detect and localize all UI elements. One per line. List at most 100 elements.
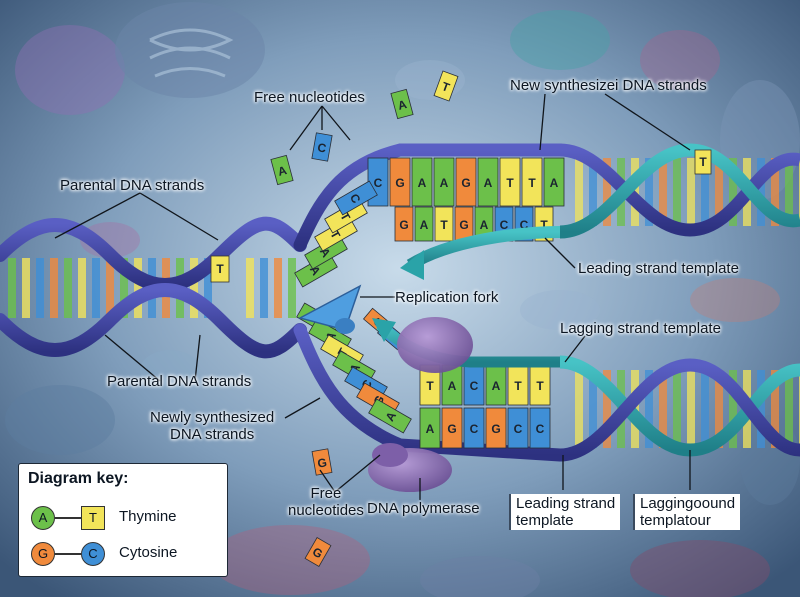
svg-text:A: A [396, 97, 408, 113]
parental-rung [190, 258, 198, 318]
label-parental-strands-bottom: Parental DNA strands [107, 373, 252, 390]
svg-text:A: A [484, 176, 493, 190]
helix-rung [645, 158, 653, 226]
helix-rung [687, 370, 695, 448]
free-nucleotide: T [433, 70, 459, 102]
svg-text:A: A [492, 379, 501, 393]
svg-text:T: T [426, 379, 434, 393]
free-nucleotide: G [311, 448, 333, 476]
label-replication-fork: Replication fork [395, 289, 499, 306]
label-new-synthesized-strands: New synthesizei DNA strands [510, 77, 707, 94]
svg-text:A: A [276, 163, 288, 179]
lower-template-base: C [463, 364, 485, 406]
upper-right-helix: T [559, 143, 800, 239]
helix-rung [645, 370, 653, 448]
svg-text:G: G [316, 455, 328, 470]
helix-rung [715, 370, 723, 448]
diagram-key: Diagram key: A T Thymine G C Cytosine [18, 463, 228, 577]
lower-arm-base: A [368, 398, 412, 434]
parental-rung [288, 258, 296, 318]
label-lagging-template-box: Laggingoound templatour [633, 494, 741, 530]
helix-rung [757, 370, 765, 448]
helix-rung [673, 370, 681, 448]
svg-text:T: T [540, 218, 548, 232]
helix-rung [589, 158, 597, 226]
leading-new-strand [406, 226, 561, 271]
upper-right-marked-base: T [699, 155, 707, 169]
upper-template-base: A [543, 157, 565, 207]
lower-right-helix [559, 355, 800, 462]
upper-new-base: A [414, 206, 434, 242]
svg-text:T: T [528, 176, 536, 190]
svg-text:C: C [470, 422, 479, 436]
key-base-g: G [31, 542, 55, 566]
svg-text:A: A [550, 176, 559, 190]
helix-rung [687, 158, 695, 226]
lower-template-base: T [507, 364, 529, 406]
free-nucleotides-top: A C A T [270, 70, 459, 186]
upper-template-base: A [411, 157, 433, 207]
lagging-arrowhead [372, 318, 396, 342]
free-nucleotide: G [304, 537, 332, 567]
label-dna-polymerase: DNA polymerase [367, 500, 480, 517]
upper-arm-base: T [314, 216, 358, 252]
upper-template-base: G [389, 157, 411, 207]
helix-rung [659, 370, 667, 448]
key-pair2-link [55, 553, 81, 555]
svg-text:C: C [500, 218, 509, 232]
helix-rung [701, 158, 709, 226]
svg-text:C: C [470, 379, 479, 393]
svg-text:G: G [461, 176, 470, 190]
upper-template-base: T [521, 157, 543, 207]
parental-rung [22, 258, 30, 318]
dna-polymerase-shape [368, 317, 473, 492]
key-pair1-name: Thymine [119, 508, 177, 525]
key-base-a: A [31, 506, 55, 530]
svg-text:A: A [418, 176, 427, 190]
svg-text:G: G [459, 218, 468, 232]
parental-rung [246, 258, 254, 318]
svg-text:T: T [514, 379, 522, 393]
svg-text:T: T [536, 379, 544, 393]
helix-rung [715, 158, 723, 226]
helix-rung [659, 158, 667, 226]
label-free-nucleotides-top: Free nucleotides [254, 89, 365, 106]
free-nucleotide: A [390, 88, 414, 120]
key-pair2-name: Cytosine [119, 544, 178, 561]
upper-new-base: G [454, 206, 474, 242]
svg-text:T: T [440, 218, 448, 232]
parental-rung [260, 258, 268, 318]
svg-text:A: A [426, 422, 435, 436]
parental-rung [120, 258, 128, 318]
upper-template-base: G [455, 157, 477, 207]
upper-template-base: T [499, 157, 521, 207]
lower-new-base: C [529, 407, 551, 449]
helix-rung [575, 370, 583, 448]
helix-rung [757, 158, 765, 226]
leading-arrowhead [400, 250, 424, 280]
helix-rung [785, 370, 793, 448]
parental-rung [50, 258, 58, 318]
helix-rung [603, 158, 611, 226]
parental-rung [36, 258, 44, 318]
svg-text:G: G [399, 218, 408, 232]
helix-rung [729, 370, 737, 448]
helix-rung [575, 158, 583, 226]
lower-template-base: T [529, 364, 551, 406]
helix-rung [589, 370, 597, 448]
label-leading-template-right: Leading strand template [578, 260, 739, 277]
leader-lines [54, 93, 691, 500]
helix-rung [771, 158, 779, 226]
label-free-nucleotides-bottom: Free nucleotides [288, 485, 364, 519]
upper-template-base: A [433, 157, 455, 207]
label-leading-template-box: Leading strand template [509, 494, 621, 530]
svg-text:C: C [520, 218, 529, 232]
parental-rung [78, 258, 86, 318]
free-nucleotide: C [311, 132, 333, 162]
parental-helix-left: T [0, 216, 307, 359]
helix-rung [785, 158, 793, 226]
